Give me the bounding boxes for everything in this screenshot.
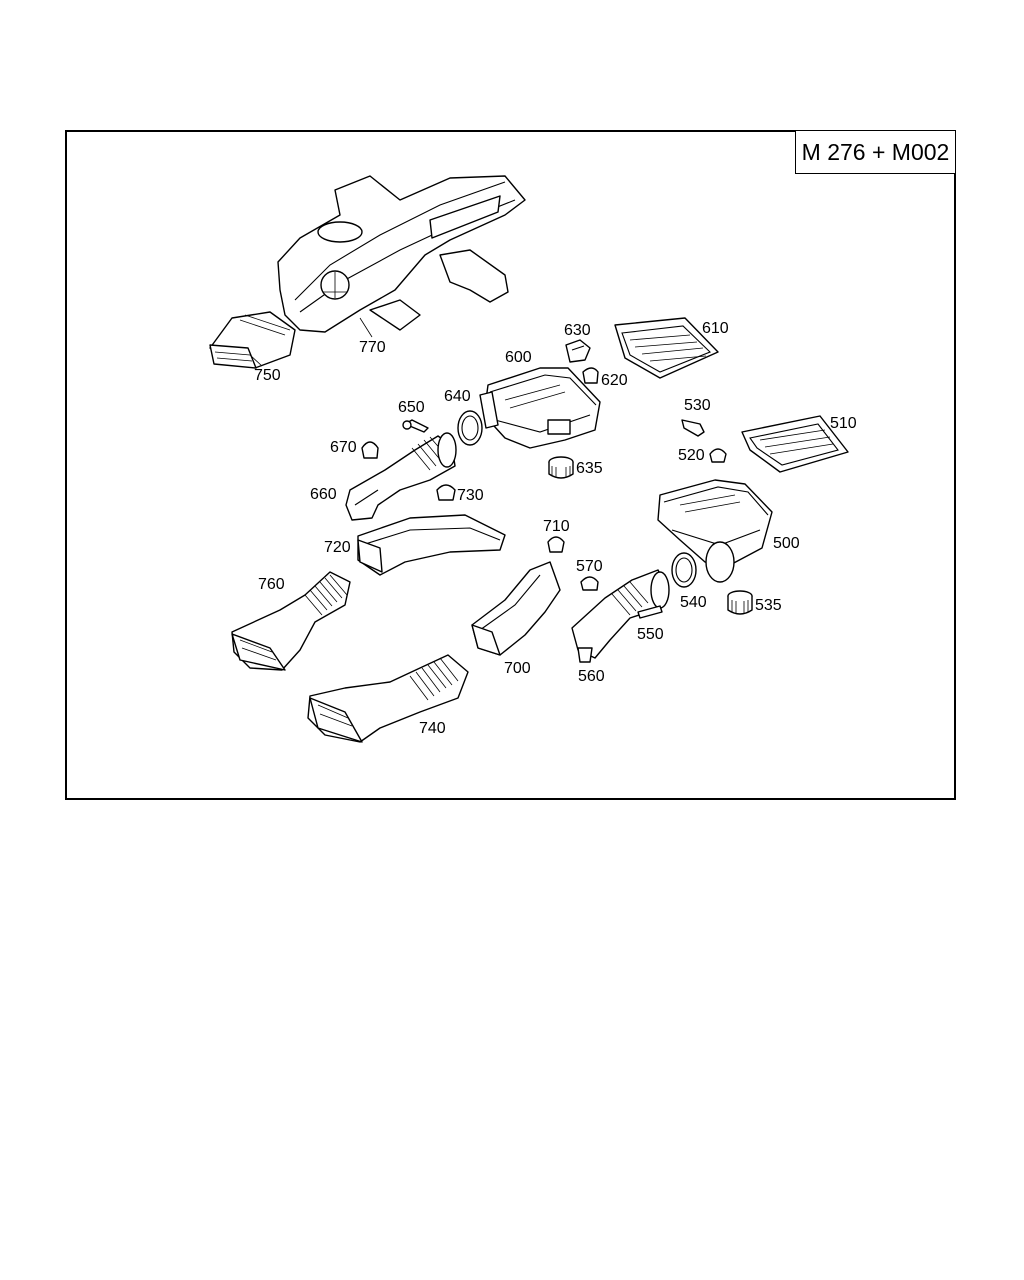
label-700: 700 <box>504 660 531 677</box>
label-560: 560 <box>578 668 605 685</box>
seal-ring-540-part[interactable] <box>671 552 697 588</box>
label-660: 660 <box>310 486 337 503</box>
grommet-520-part[interactable] <box>709 448 727 463</box>
damper-535-part[interactable] <box>727 590 753 615</box>
grommet-560-part[interactable] <box>577 647 593 663</box>
air-duct-700-part[interactable] <box>471 561 561 656</box>
label-520: 520 <box>678 447 705 464</box>
intake-hose-660-part[interactable] <box>345 432 457 521</box>
model-code-box: M 276 + M002 <box>795 130 956 174</box>
label-500: 500 <box>773 535 800 552</box>
label-550: 550 <box>637 626 664 643</box>
air-duct-750-part[interactable] <box>209 311 296 369</box>
air-filter-510-part[interactable] <box>741 415 849 473</box>
sensor-530-part[interactable] <box>681 419 705 437</box>
filter-housing-600-part[interactable] <box>479 367 601 449</box>
label-510: 510 <box>830 415 857 432</box>
grommet-670-part[interactable] <box>361 441 379 459</box>
intake-duct-740-part[interactable] <box>307 654 469 743</box>
label-740: 740 <box>419 720 446 737</box>
label-600: 600 <box>505 349 532 366</box>
grommet-620-part[interactable] <box>582 367 599 384</box>
grommet-710-part[interactable] <box>547 536 565 553</box>
seal-ring-640-part[interactable] <box>457 410 483 446</box>
screw-650-part[interactable] <box>402 419 429 433</box>
label-530: 530 <box>684 397 711 414</box>
grommet-730-part[interactable] <box>436 484 456 501</box>
label-635: 635 <box>576 460 603 477</box>
label-540: 540 <box>680 594 707 611</box>
label-640: 640 <box>444 388 471 405</box>
label-650: 650 <box>398 399 425 416</box>
label-770: 770 <box>359 339 386 356</box>
label-750: 750 <box>254 367 281 384</box>
label-610: 610 <box>702 320 729 337</box>
label-620: 620 <box>601 372 628 389</box>
label-570: 570 <box>576 558 603 575</box>
engine-cover-part[interactable] <box>277 175 526 333</box>
sensor-630-part[interactable] <box>565 339 591 363</box>
leader-lines <box>249 317 373 367</box>
filter-housing-500-part[interactable] <box>657 479 773 583</box>
label-730: 730 <box>457 487 484 504</box>
label-630: 630 <box>564 322 591 339</box>
label-710: 710 <box>543 518 570 535</box>
label-720: 720 <box>324 539 351 556</box>
label-535: 535 <box>755 597 782 614</box>
damper-635-part[interactable] <box>548 456 574 479</box>
label-670: 670 <box>330 439 357 456</box>
label-760: 760 <box>258 576 285 593</box>
grommet-570-part[interactable] <box>580 576 599 591</box>
intake-duct-760-part[interactable] <box>231 571 351 671</box>
diagram-frame: M 276 + M002 <box>65 130 956 800</box>
air-duct-720-part[interactable] <box>357 514 506 576</box>
air-filter-610-part[interactable] <box>614 317 719 379</box>
